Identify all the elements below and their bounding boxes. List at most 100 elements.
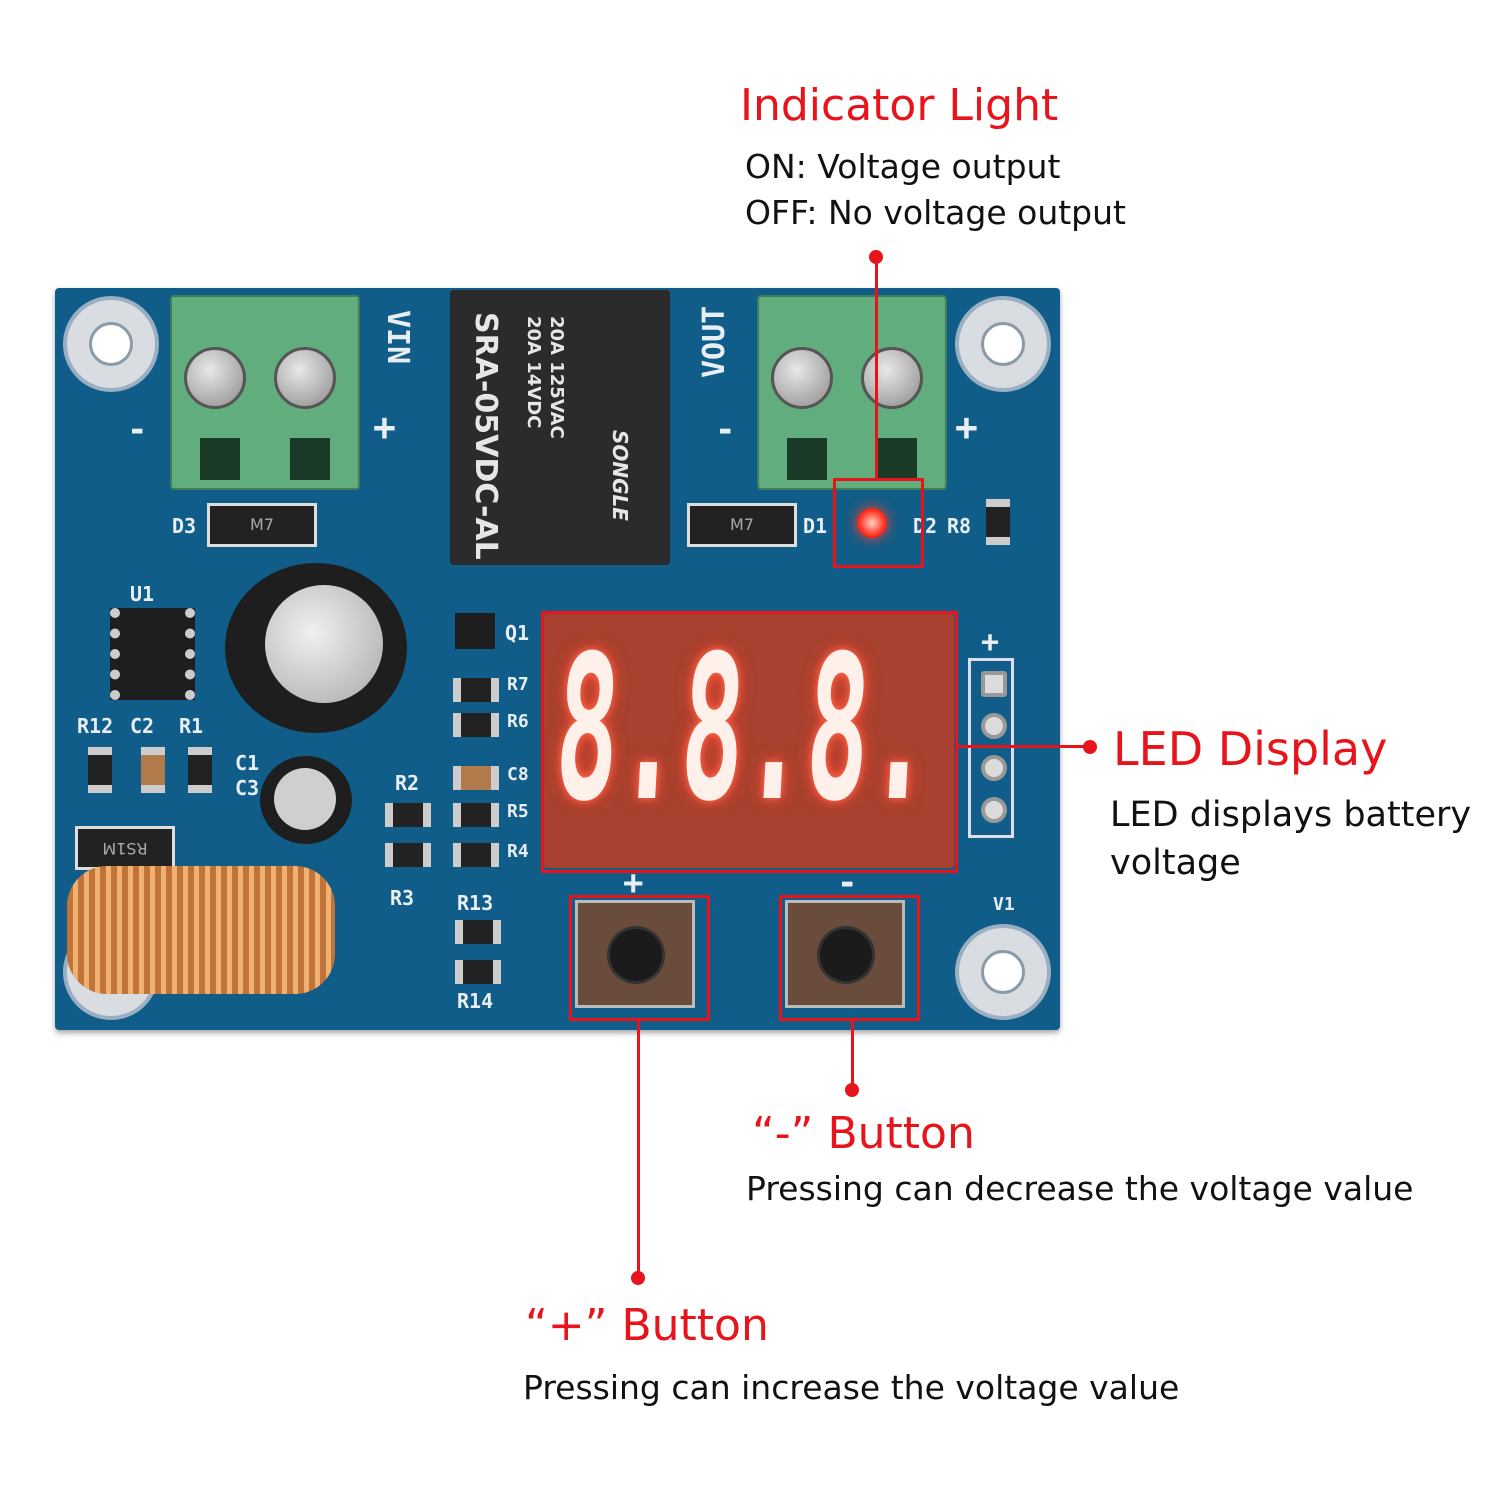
plus-button-highlight-box [569, 895, 710, 1021]
vout-plus-label: + [955, 405, 978, 449]
vin-plus-label: + [373, 405, 396, 449]
vout-minus-label: - [715, 410, 736, 450]
resistor-r3 [385, 843, 431, 867]
screw-icon [861, 347, 923, 409]
vin-label: VIN [380, 310, 415, 365]
indicator-leader-line [875, 257, 878, 479]
silk-c3: C3 [235, 776, 260, 800]
silk-r7: R7 [507, 674, 529, 695]
relay: SRA-05VDC-AL 20A 14VDC 20A 125VAC SONGLE [450, 290, 670, 565]
relay-rating: 20A 14VDC [523, 316, 544, 429]
plus-button-desc: Pressing can increase the voltage value [523, 1368, 1180, 1407]
indicator-on-text: ON: Voltage output [745, 147, 1061, 186]
silk-r5: R5 [507, 801, 529, 822]
plus-button-leader-line [637, 1020, 640, 1278]
inductor-coil [67, 866, 335, 994]
led-display: 8.8.8. [544, 614, 954, 868]
capacitor-top [274, 768, 336, 830]
screw-icon [274, 347, 336, 409]
diode-d3: M7 [207, 503, 317, 547]
silk-r8: R8 [947, 514, 972, 538]
relay-model: SRA-05VDC-AL [468, 312, 503, 560]
silk-q1: Q1 [505, 621, 530, 645]
capacitor-c8 [453, 766, 499, 790]
silk-r2: R2 [395, 771, 420, 795]
silk-u1: U1 [130, 582, 155, 606]
vin-minus-label: - [127, 410, 148, 450]
pin-header [968, 658, 1014, 838]
vin-terminal-block[interactable] [170, 295, 360, 490]
button-cap[interactable] [820, 929, 872, 981]
minus-button-leader-line [851, 1020, 854, 1090]
plus-button-label: + [623, 863, 644, 903]
silk-c2: C2 [130, 714, 155, 738]
led-display-leader-dot [1083, 740, 1097, 754]
relay-brand: SONGLE [608, 430, 632, 521]
minus-button-title: “-” Button [752, 1108, 975, 1159]
led-display-desc-line1: LED displays battery [1110, 795, 1472, 835]
silk-d1: D1 [803, 514, 828, 538]
resistor-r6 [453, 713, 499, 737]
vout-label: VOUT [697, 305, 732, 378]
minus-button-highlight-box [779, 895, 920, 1021]
capacitor-large [225, 563, 407, 733]
wire-slot [877, 438, 917, 480]
led-display-highlight-box [541, 611, 958, 873]
button-cap[interactable] [610, 929, 662, 981]
pcb-board: VIN - + SRA-05VDC-AL 20A 14VDC 20A 125VA… [55, 288, 1060, 1030]
transistor-q1 [455, 613, 495, 649]
vout-terminal-block[interactable] [757, 295, 947, 490]
chip-u1 [110, 608, 195, 700]
diode-rs1m: RS1M [75, 826, 175, 870]
diode-d1: M7 [687, 503, 797, 547]
minus-button-label: - [837, 863, 858, 903]
resistor-r7 [453, 678, 499, 702]
silk-d3: D3 [172, 514, 197, 538]
led-display-title: LED Display [1113, 722, 1388, 776]
resistor-r14 [455, 960, 501, 984]
capacitor-small [260, 756, 352, 844]
wire-slot [787, 438, 827, 480]
plus-button-leader-dot [631, 1271, 645, 1285]
led-display-leader-line [957, 745, 1090, 748]
header-pin [981, 797, 1007, 823]
wire-slot [290, 438, 330, 480]
capacitor-c2 [141, 747, 165, 793]
plus-button[interactable] [575, 900, 695, 1008]
silk-r3: R3 [390, 886, 415, 910]
header-pin [981, 713, 1007, 739]
silk-r4: R4 [507, 841, 529, 862]
wire-slot [200, 438, 240, 480]
silk-r1: R1 [179, 714, 204, 738]
indicator-led [857, 508, 887, 538]
indicator-leader-dot [869, 250, 883, 264]
plus-button-title: “+” Button [525, 1300, 769, 1351]
minus-button-desc: Pressing can decrease the voltage value [746, 1169, 1414, 1208]
header-plus-label: + [981, 625, 1000, 660]
screw-icon [771, 347, 833, 409]
led-display-desc-line2: voltage [1110, 843, 1241, 883]
resistor-r1 [188, 747, 212, 793]
silk-r13: R13 [457, 891, 494, 915]
mounting-hole [955, 924, 1051, 1020]
silk-c1: C1 [235, 751, 260, 775]
screw-icon [184, 347, 246, 409]
mounting-hole [63, 296, 159, 392]
mounting-hole [955, 296, 1051, 392]
indicator-light-title: Indicator Light [740, 80, 1059, 131]
silk-c8: C8 [507, 764, 529, 785]
relay-rating: 20A 125VAC [546, 316, 567, 439]
silk-r6: R6 [507, 711, 529, 732]
minus-button-leader-dot [845, 1083, 859, 1097]
silk-r12: R12 [77, 714, 114, 738]
resistor-r8 [986, 499, 1010, 545]
header-pin [981, 671, 1007, 697]
resistor-r13 [455, 920, 501, 944]
resistor-r5 [453, 803, 499, 827]
minus-button[interactable] [785, 900, 905, 1008]
silk-v1: V1 [993, 894, 1015, 915]
resistor-r4 [453, 843, 499, 867]
silk-r14: R14 [457, 989, 494, 1013]
indicator-off-text: OFF: No voltage output [745, 193, 1126, 232]
silk-d2: D2 [913, 514, 938, 538]
